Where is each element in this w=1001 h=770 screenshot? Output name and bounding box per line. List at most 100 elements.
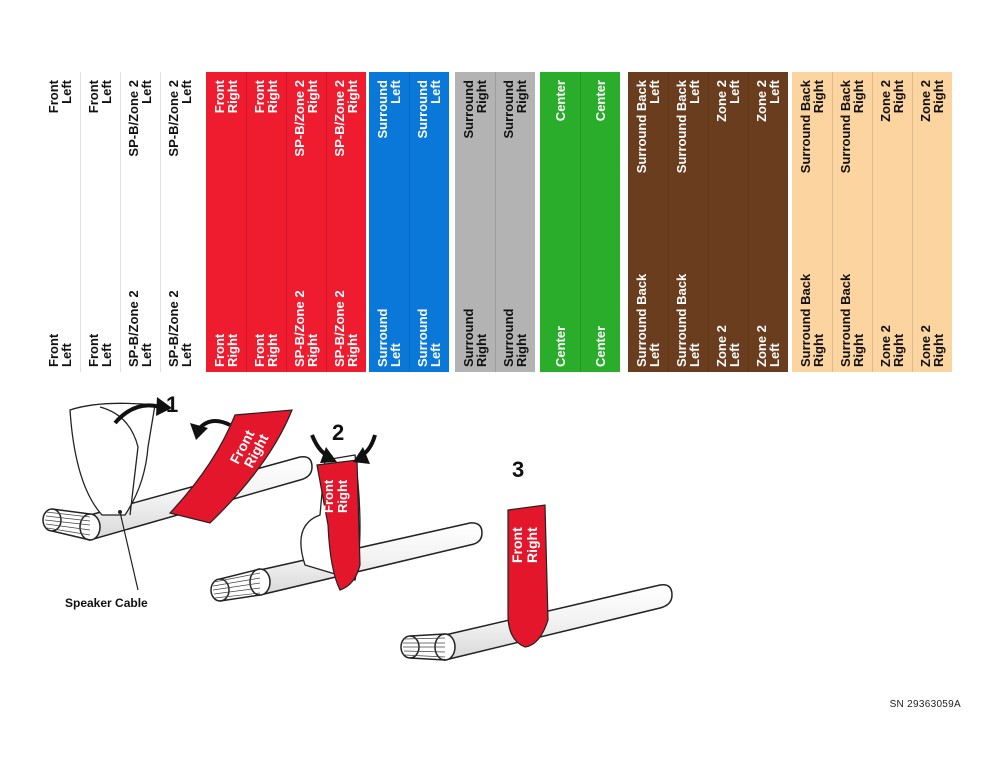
- label-line: Left: [388, 80, 403, 104]
- label-text-bottom: Center: [553, 237, 568, 367]
- strip-divider: [668, 72, 669, 372]
- label-line: Right: [345, 80, 360, 114]
- strip-divider: [246, 72, 247, 372]
- tag3-line2: Right: [524, 527, 540, 563]
- label-line: Left: [767, 343, 782, 367]
- label-line: Left: [687, 80, 702, 104]
- strip-divider: [326, 72, 327, 372]
- label-line: Right: [891, 80, 906, 114]
- label-line: Left: [139, 343, 154, 367]
- label-line: Center: [592, 325, 608, 367]
- strip-divider: [120, 72, 121, 372]
- label-text-bottom: Center: [592, 237, 608, 367]
- label-line: Center: [552, 80, 568, 122]
- label-line: Right: [265, 333, 280, 367]
- label-line: Right: [931, 80, 946, 114]
- red-tag-3: [507, 504, 549, 648]
- label-line: Right: [514, 80, 529, 114]
- label-line: Right: [811, 333, 826, 367]
- label-line: Right: [811, 80, 826, 114]
- red-tag-1: [168, 409, 293, 524]
- label-line: Left: [179, 343, 194, 367]
- cable-wrap-diagram: Front Right 1 Speaker Cable Front Right …: [30, 385, 730, 685]
- step-1-number: 1: [166, 392, 178, 417]
- label-line: Right: [305, 333, 320, 367]
- label-line: Right: [851, 80, 866, 114]
- label-line: Right: [891, 333, 906, 367]
- speaker-cable-label: Speaker Cable: [65, 596, 148, 610]
- tag2-line2: Right: [335, 479, 350, 513]
- tag2-line1: Front: [321, 479, 336, 513]
- label-line: Left: [647, 343, 662, 367]
- label-line: Left: [139, 80, 154, 104]
- strip-divider: [409, 72, 410, 372]
- label-line: Right: [851, 333, 866, 367]
- label-line: Left: [727, 343, 742, 367]
- strip-divider: [748, 72, 749, 372]
- label-line: Left: [767, 80, 782, 104]
- label-line: Left: [99, 343, 114, 367]
- label-line: Right: [265, 80, 280, 114]
- label-line: Left: [179, 80, 194, 104]
- label-line: Left: [687, 343, 702, 367]
- strip-divider: [832, 72, 833, 372]
- label-line: Left: [647, 80, 662, 104]
- tag-backing-1: [69, 402, 156, 516]
- diagram-svg: Front Right 1 Speaker Cable Front Right …: [42, 392, 673, 661]
- step-2-number: 2: [332, 420, 344, 445]
- label-line: Left: [388, 343, 403, 367]
- label-text-top: Center: [593, 80, 608, 210]
- strip-divider: [160, 72, 161, 372]
